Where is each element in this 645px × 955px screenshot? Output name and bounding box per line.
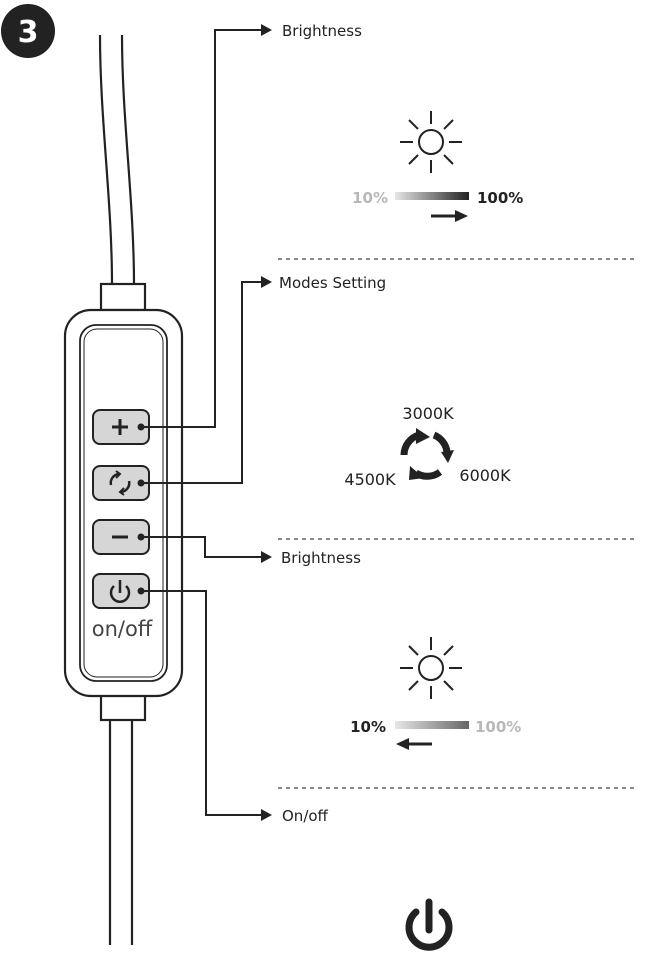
callout-brightness-down: Brightness	[281, 549, 361, 567]
leader-arrowheads	[261, 24, 272, 821]
plus-button[interactable]	[92, 409, 150, 445]
section-dividers	[278, 258, 635, 789]
minus-button[interactable]	[92, 519, 150, 555]
sun-icon-lower	[400, 637, 462, 699]
power-icon	[109, 580, 131, 603]
power-caption: on/off	[92, 617, 153, 641]
mode-temp-4500k: 4500K	[344, 470, 396, 489]
mode-temp-3000k: 3000K	[402, 404, 454, 423]
brightness-up-low: 10%	[352, 189, 388, 207]
brightness-up-gradient	[395, 192, 469, 200]
plus-icon	[112, 419, 128, 435]
power-button[interactable]	[92, 573, 150, 609]
mode-temp-6000k: 6000K	[459, 466, 511, 485]
cable	[98, 34, 147, 945]
brightness-down-low: 10%	[350, 718, 386, 736]
step-number: 3	[18, 15, 39, 50]
cycle-icon	[109, 470, 131, 496]
callout-onoff: On/off	[282, 807, 329, 825]
step-badge: 3	[1, 4, 55, 58]
cycle-arrows-icon	[400, 428, 454, 480]
callout-modes: Modes Setting	[279, 274, 386, 292]
decrease-arrow-icon	[396, 738, 432, 750]
leader-lines	[141, 29, 262, 816]
increase-arrow-icon	[431, 210, 468, 222]
callout-brightness-up: Brightness	[282, 22, 362, 40]
sun-icon	[400, 111, 462, 173]
brightness-up-high: 100%	[477, 189, 523, 207]
brightness-down-gradient	[395, 721, 469, 729]
large-power-icon	[405, 898, 453, 951]
brightness-down-high: 100%	[475, 718, 521, 736]
